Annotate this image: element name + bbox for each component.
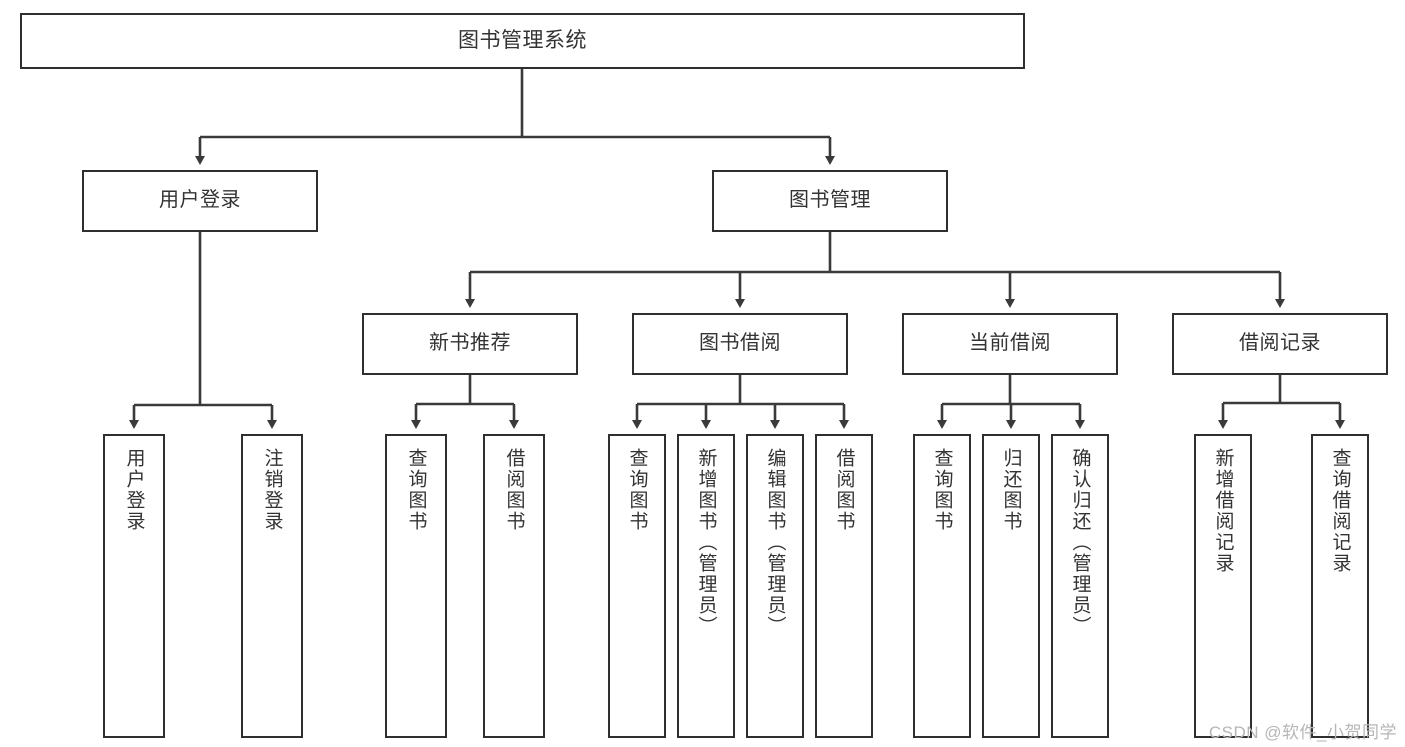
node-borrow-book-recommend[interactable]: 借阅图书 — [483, 434, 545, 738]
node-query-book-current[interactable]: 查询图书 — [913, 434, 971, 738]
node-borrow-book-action[interactable]: 借阅图书 — [815, 434, 873, 738]
node-edit-book-admin[interactable]: 编辑图书（管理员） — [746, 434, 804, 738]
node-label: 新书推荐 — [429, 332, 511, 355]
node-label: 借阅图书 — [833, 448, 855, 532]
node-label: 图书管理 — [789, 189, 871, 212]
node-book-borrow[interactable]: 图书借阅 — [632, 313, 848, 375]
node-query-borrow-record[interactable]: 查询借阅记录 — [1311, 434, 1369, 738]
node-user-login-action[interactable]: 用户登录 — [103, 434, 165, 738]
node-root-system[interactable]: 图书管理系统 — [20, 13, 1025, 69]
node-book-management[interactable]: 图书管理 — [712, 170, 948, 232]
node-new-book-recommend[interactable]: 新书推荐 — [362, 313, 578, 375]
node-label: 注销登录 — [261, 448, 283, 532]
node-label: 新增借阅记录 — [1212, 448, 1234, 574]
node-label: 查询图书 — [626, 448, 648, 532]
node-label: 用户登录 — [123, 448, 145, 532]
node-label: 新增图书（管理员） — [695, 448, 717, 637]
node-add-book-admin[interactable]: 新增图书（管理员） — [677, 434, 735, 738]
node-label: 借阅图书 — [503, 448, 525, 532]
node-label: 查询图书 — [931, 448, 953, 532]
node-label: 当前借阅 — [969, 332, 1051, 355]
node-user-login[interactable]: 用户登录 — [82, 170, 318, 232]
node-label: 归还图书 — [1000, 448, 1022, 532]
node-return-book[interactable]: 归还图书 — [982, 434, 1040, 738]
node-query-book-borrow[interactable]: 查询图书 — [608, 434, 666, 738]
node-label: 编辑图书（管理员） — [764, 448, 786, 637]
node-add-borrow-record[interactable]: 新增借阅记录 — [1194, 434, 1252, 738]
node-label: 借阅记录 — [1239, 332, 1321, 355]
node-label: 图书管理系统 — [458, 28, 587, 52]
node-label: 用户登录 — [159, 189, 241, 212]
node-borrow-record[interactable]: 借阅记录 — [1172, 313, 1388, 375]
node-query-book-recommend[interactable]: 查询图书 — [385, 434, 447, 738]
node-label: 图书借阅 — [699, 332, 781, 355]
node-user-logout-action[interactable]: 注销登录 — [241, 434, 303, 738]
node-label: 查询借阅记录 — [1329, 448, 1351, 574]
node-confirm-return-admin[interactable]: 确认归还（管理员） — [1051, 434, 1109, 738]
node-label: 查询图书 — [405, 448, 427, 532]
node-label: 确认归还（管理员） — [1069, 448, 1091, 637]
node-current-borrow[interactable]: 当前借阅 — [902, 313, 1118, 375]
